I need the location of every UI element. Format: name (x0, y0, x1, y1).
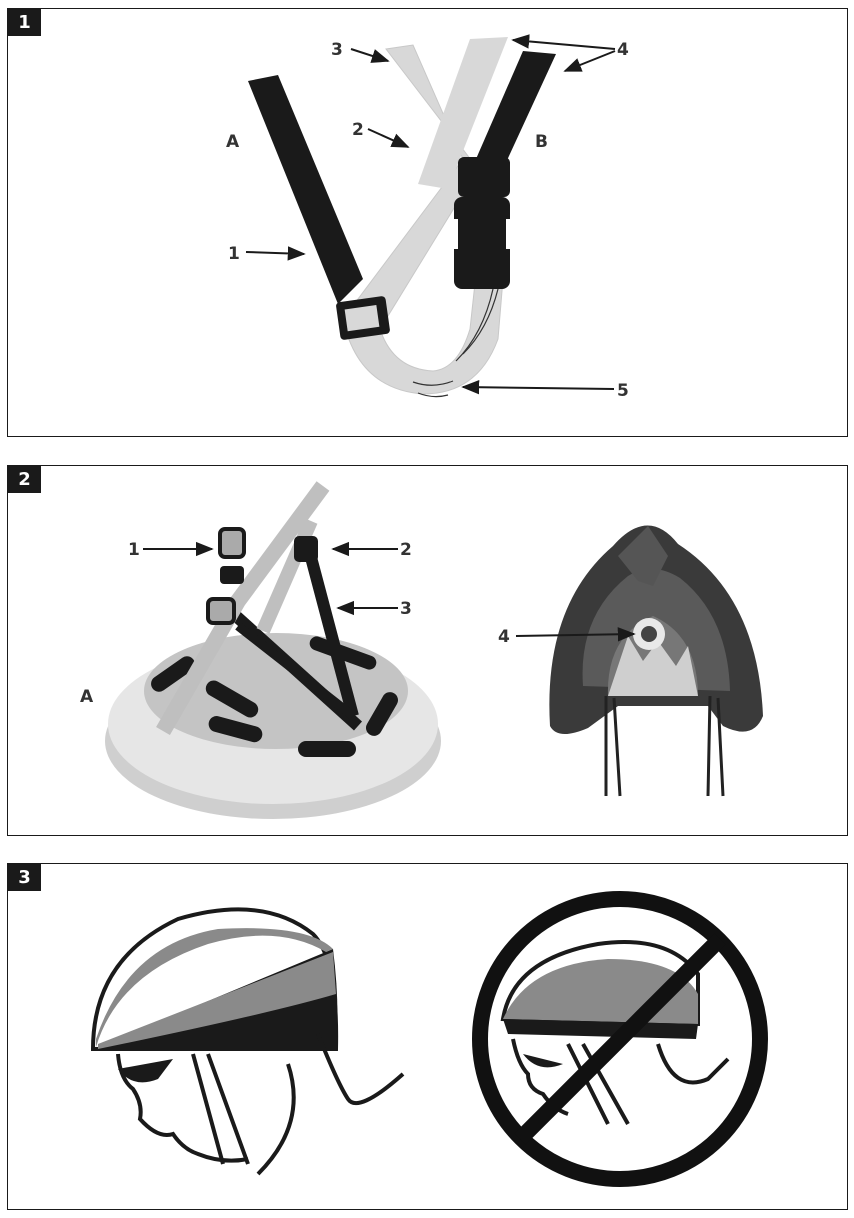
label-2: 2 (400, 540, 412, 560)
figure-1-panel: 1 A B 1 (7, 8, 848, 437)
label-3: 3 (331, 40, 343, 60)
helmet-strap-routing-illustration: 1 2 3 A 4 (80, 481, 763, 819)
label-4: 4 (498, 627, 510, 647)
label-1: 1 (228, 244, 240, 264)
correct-helmet-position (90, 907, 405, 1176)
label-a: A (226, 132, 240, 152)
prohibition-sign-icon (472, 891, 768, 1187)
figure-3-panel: 3 (7, 863, 848, 1210)
strap-divider (294, 536, 318, 562)
figure-number-badge: 1 (8, 9, 41, 36)
strap-b (476, 51, 556, 169)
label-a: A (80, 687, 94, 707)
strap-upper-light (418, 37, 508, 189)
buckle-body (454, 197, 510, 289)
helmet-fit-illustration (90, 891, 768, 1187)
buckle-top (458, 157, 510, 197)
helmet-rear-photo (549, 525, 763, 797)
figure-2-panel: 2 1 2 3 A (7, 465, 848, 836)
buckle-clip-1 (218, 527, 246, 559)
label-3: 3 (400, 599, 412, 619)
label-b: B (535, 132, 548, 152)
figure-number-badge: 3 (8, 864, 41, 891)
figure-number-badge: 2 (8, 466, 41, 493)
label-5: 5 (617, 381, 629, 401)
label-2: 2 (352, 120, 364, 140)
strap-a (248, 75, 363, 304)
label-1: 1 (128, 540, 140, 560)
label-4: 4 (617, 40, 629, 60)
strap-assembly-illustration: A B 1 2 3 4 5 (226, 34, 629, 401)
buckle-clip-2 (206, 597, 236, 625)
